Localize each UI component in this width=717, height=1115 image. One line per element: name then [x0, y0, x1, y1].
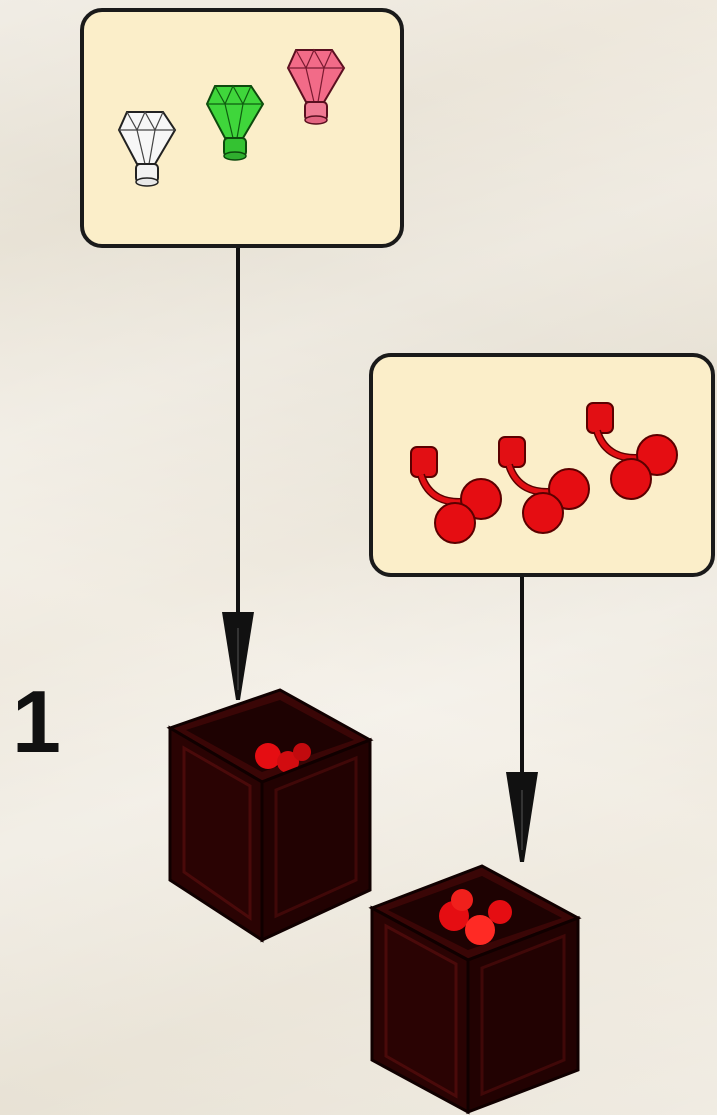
parts-callout-jewels — [80, 8, 404, 248]
arrow-down-icon — [222, 248, 254, 700]
green-jewel-icon — [205, 84, 265, 161]
red-cherries-icon — [410, 446, 502, 544]
jewel-parts-group — [117, 48, 346, 187]
pink-jewel-icon — [286, 48, 346, 125]
crate-with-cherries-icon — [166, 688, 374, 943]
clear-jewel-icon — [117, 110, 177, 187]
parts-callout-cherries — [369, 353, 715, 577]
step-number: 1 — [12, 672, 61, 771]
cherry-parts-group — [410, 402, 678, 544]
red-cherries-icon — [586, 402, 678, 500]
red-cherries-icon — [498, 436, 590, 534]
arrow-down-icon — [506, 577, 538, 862]
crate-with-cherries-icon — [368, 864, 582, 1115]
